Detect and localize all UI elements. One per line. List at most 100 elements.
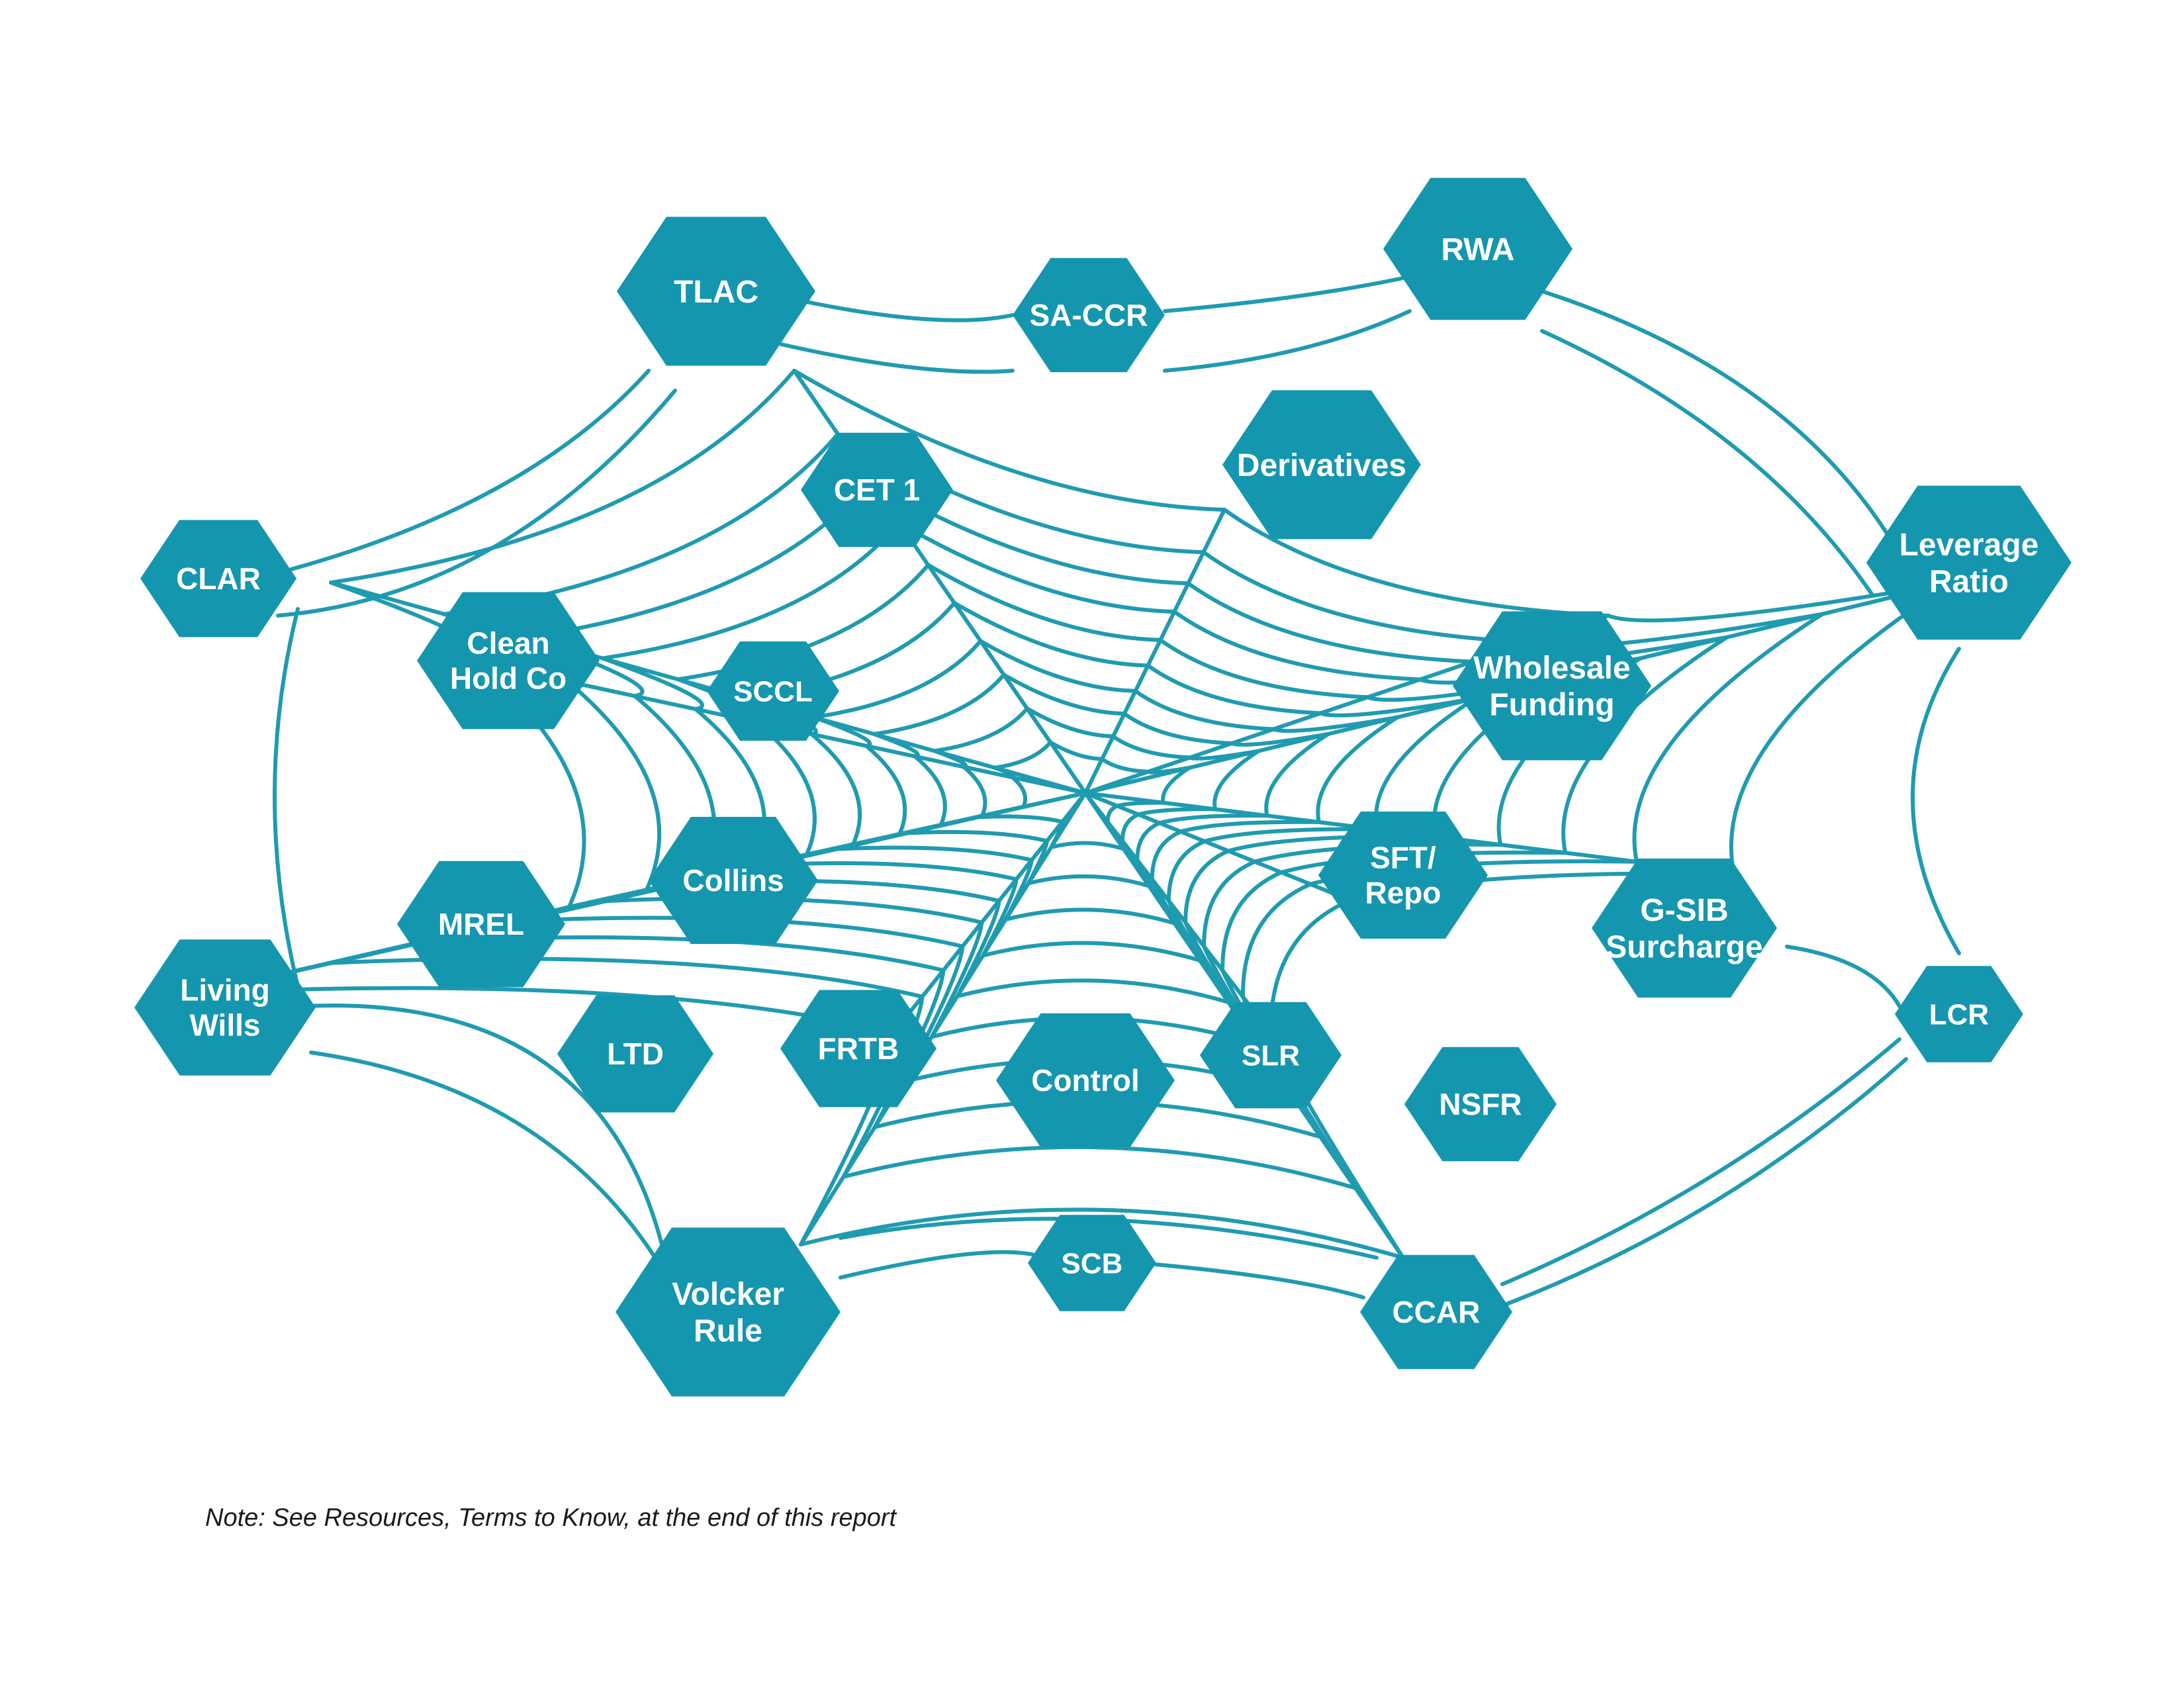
web-ring-line [600, 520, 901, 661]
node-sccl: SCCL [707, 641, 839, 741]
hexagon-shape [1592, 859, 1777, 998]
web-ring-line [1100, 757, 1150, 774]
web-ring-line [1122, 712, 1234, 745]
web-ring-line [913, 754, 947, 827]
web-ring-line [1001, 673, 1126, 716]
node-ltd: LTD [557, 995, 713, 1113]
node-label: CCAR [1392, 1295, 1480, 1329]
web-ring-line [1316, 715, 1400, 824]
hexagon-shape [140, 520, 296, 637]
web-ring-line [952, 600, 1150, 668]
hexagon-shape [1200, 1002, 1342, 1109]
web-ring-line [1264, 731, 1330, 818]
hexagon-shape [1404, 1047, 1557, 1162]
node-label: FRTB [818, 1031, 899, 1066]
node-label-line: CCAR [1392, 1295, 1480, 1329]
hexagon-shape [1222, 390, 1421, 539]
node-control: Control [996, 1013, 1175, 1148]
node-derivatives: Derivatives [1222, 390, 1421, 539]
web-ring-line [764, 861, 1019, 882]
node-label-line: CLAR [176, 561, 261, 596]
node-label-line: NSFR [1439, 1087, 1522, 1121]
node-label-line: SLR [1242, 1039, 1300, 1072]
web-outer-arc [1540, 329, 1875, 598]
node-sa-ccr: SA-CCR [1013, 258, 1165, 373]
web-ring-line [1048, 740, 1105, 761]
web-ring-line [981, 941, 1202, 962]
node-label-line: Repo [1365, 876, 1441, 910]
web-ring-line [1135, 821, 1161, 863]
node-label: TLAC [674, 275, 758, 310]
node-rwa: RWA [1383, 177, 1572, 320]
web-ring-line [1003, 908, 1177, 925]
web-ring-line [1003, 858, 1034, 921]
web-ring-line [1729, 581, 1954, 876]
hexagon-shape [417, 592, 600, 729]
web-ring-line [792, 369, 1226, 512]
web-ring-line [1203, 827, 1379, 843]
web-ring-line [1271, 715, 1400, 733]
web-ring-line [864, 743, 907, 836]
web-outer-arc [1163, 309, 1412, 373]
node-label: SFT/Repo [1365, 841, 1441, 910]
web-ring-line [962, 765, 987, 818]
web-ring-line [1158, 814, 1269, 825]
node-label-line: RWA [1441, 232, 1514, 267]
hexagon-shape [780, 990, 936, 1107]
web-ring-line [929, 920, 984, 1039]
web-ring-line [1161, 765, 1192, 805]
web-ring-line [977, 814, 1065, 824]
web-outer-arc [1911, 647, 1961, 955]
web-ring-line [442, 432, 840, 616]
node-label-line: CET 1 [834, 473, 920, 507]
node-label-line: Funding [1489, 687, 1614, 722]
web-ring-line [1179, 820, 1321, 834]
node-slr: SLR [1200, 1002, 1342, 1109]
hexagon-shape [801, 432, 953, 547]
node-label-line: TLAC [674, 275, 758, 310]
node-label-line: Surcharge [1606, 929, 1762, 964]
hexagon-shape [134, 939, 316, 1076]
web-ring-line [1318, 696, 1478, 718]
node-label-line: Collins [682, 863, 784, 898]
web-outer-arc [779, 342, 1015, 374]
node-nsfr: NSFR [1404, 1047, 1557, 1162]
web-outer-arc [1163, 276, 1405, 313]
web-ring-line [1183, 849, 1230, 925]
footnote: Note: See Resources, Terms to Know, at t… [205, 1504, 897, 1532]
node-label-line: SA-CCR [1030, 298, 1148, 332]
node-label: LCR [1929, 998, 1989, 1031]
node-label-line: Ratio [1929, 564, 2009, 599]
node-label-line: Wills [190, 1008, 261, 1043]
web-outer-arc [1785, 945, 1901, 1008]
hexagon-shape [1866, 485, 2071, 640]
web-ring-line [600, 656, 705, 712]
hexagon-shape [1895, 966, 2023, 1062]
hexagon-shape [1360, 1254, 1512, 1370]
web-ring-line [1146, 663, 1323, 716]
web-ring-line [1240, 882, 1312, 999]
web-ring-line [1222, 508, 1610, 618]
hexagon-shape [1013, 258, 1165, 373]
web-ring-line [809, 731, 862, 847]
web-outer-arc [309, 1051, 657, 1260]
web-outer-arc [1500, 1037, 1901, 1286]
web-ring-line [1049, 841, 1126, 851]
node-label-line: Wholesale [1473, 651, 1630, 686]
web-ring-line [906, 829, 1049, 843]
web-ring-line [1105, 804, 1119, 824]
web-ring-line [978, 639, 1138, 693]
web-ring-line [955, 978, 1230, 1004]
web-ring-line [811, 715, 872, 748]
web-outer-arc [289, 369, 651, 571]
node-label: NSFR [1439, 1087, 1522, 1121]
node-label-line: Derivatives [1237, 448, 1406, 483]
web-ring-line [1167, 898, 1230, 1004]
web-ring-line [1133, 688, 1276, 731]
